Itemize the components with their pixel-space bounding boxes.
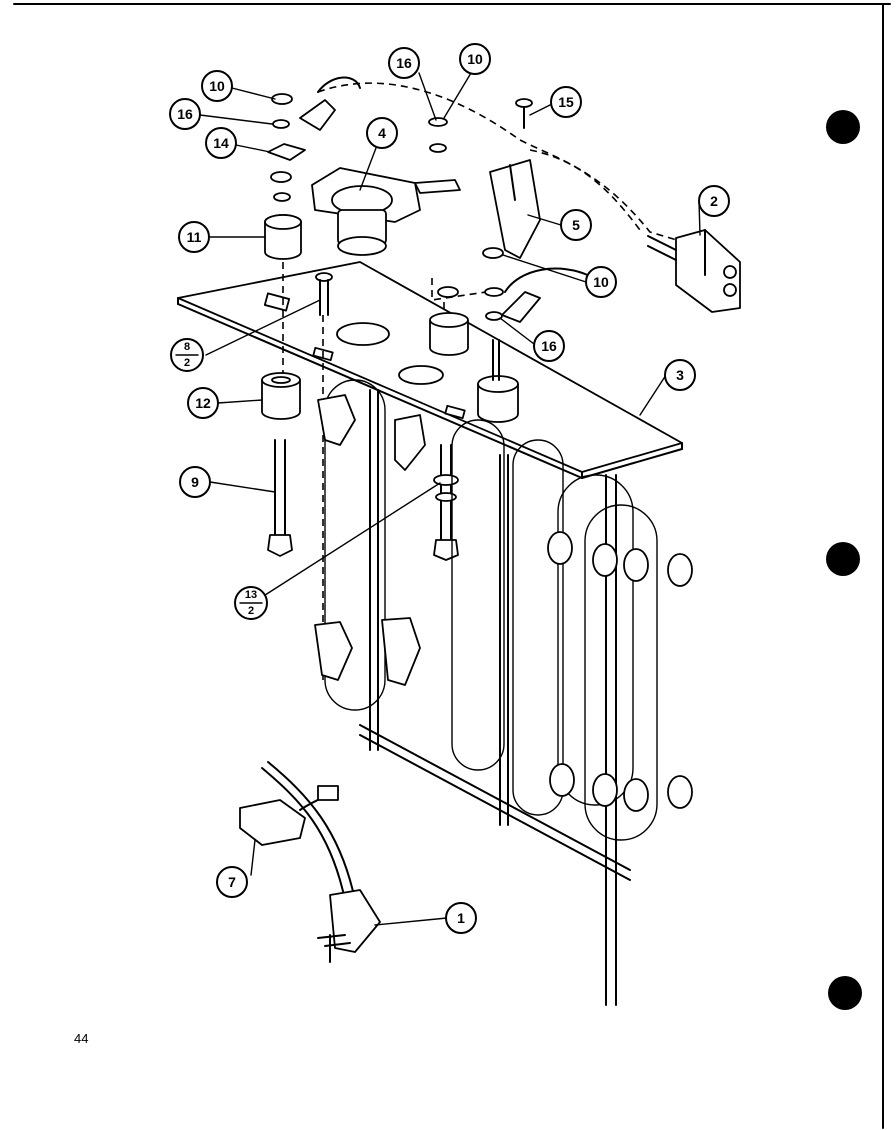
washer-stack-mid: [428, 117, 504, 321]
callout-12: 12: [187, 387, 219, 419]
wire-top: [317, 76, 361, 93]
svg-text:10: 10: [467, 51, 483, 67]
callout-9: 9: [179, 466, 211, 498]
svg-text:16: 16: [177, 106, 193, 122]
svg-text:2: 2: [710, 193, 718, 209]
bolt-9: [267, 439, 293, 557]
svg-text:3: 3: [676, 367, 684, 383]
connector-block-2: [647, 229, 741, 313]
washer-stack-left: [267, 93, 306, 202]
callout-15: 15: [550, 86, 582, 118]
svg-text:2: 2: [248, 605, 254, 617]
bracket-5: [489, 159, 541, 259]
callout-7: 7: [216, 866, 248, 898]
svg-text:14: 14: [213, 135, 229, 151]
svg-text:12: 12: [195, 395, 211, 411]
spacer-11: [264, 214, 302, 260]
callout-10-right: 10: [585, 266, 617, 298]
svg-text:7: 7: [228, 874, 236, 890]
page-number: 44: [74, 1031, 88, 1046]
heater-frame: [359, 389, 631, 1006]
svg-text:16: 16: [541, 338, 557, 354]
bolt-13: [433, 444, 459, 561]
svg-text:11: 11: [187, 229, 202, 245]
svg-text:5: 5: [572, 217, 580, 233]
svg-text:10: 10: [593, 274, 609, 290]
svg-text:13: 13: [245, 589, 257, 601]
binder-hole-middle: [826, 542, 860, 576]
bracket-5-detail: [509, 164, 516, 201]
svg-text:15: 15: [558, 94, 574, 110]
svg-text:1: 1: [457, 910, 465, 926]
callout-16-right: 16: [533, 330, 565, 362]
callout-16-left: 16: [169, 98, 201, 130]
svg-text:10: 10: [209, 78, 225, 94]
callout-10-top-left: 10: [201, 70, 233, 102]
strain-relief-7: [239, 785, 339, 846]
spacer-mid: [429, 312, 469, 356]
terminal-lug-top: [299, 99, 336, 131]
svg-text:8: 8: [184, 341, 190, 353]
svg-text:16: 16: [396, 55, 412, 71]
callout-2: 2: [698, 185, 730, 217]
svg-text:2: 2: [184, 357, 190, 369]
callout-10-top-mid: 10: [459, 43, 491, 75]
spacer-right: [477, 339, 519, 423]
bolt-8: [315, 272, 333, 316]
terminal-lug-right: [501, 291, 541, 323]
insulator-clips: [314, 394, 693, 812]
binder-hole-bottom: [828, 976, 862, 1010]
svg-text:9: 9: [191, 474, 199, 490]
wire-harness-dashed-2: [529, 149, 641, 231]
callout-3: 3: [664, 359, 696, 391]
callout-5: 5: [560, 209, 592, 241]
wire-lug-right: [504, 267, 591, 293]
screw-15: [515, 98, 533, 129]
callout-14: 14: [205, 127, 237, 159]
mounting-plate: [177, 261, 683, 479]
power-cord: [261, 761, 381, 963]
thermostat-part: [311, 167, 461, 256]
callout-11: 11: [178, 221, 210, 253]
heater-coil-loops: [324, 379, 658, 841]
callout-4: 4: [366, 117, 398, 149]
spacer-12: [261, 372, 301, 420]
callout-16-top-mid: 16: [388, 47, 420, 79]
binder-hole-top: [826, 110, 860, 144]
callout-13-over-2: 13 2: [234, 586, 268, 620]
svg-text:4: 4: [378, 125, 386, 141]
callout-8-over-2: 8 2: [170, 338, 204, 372]
callout-1: 1: [445, 902, 477, 934]
